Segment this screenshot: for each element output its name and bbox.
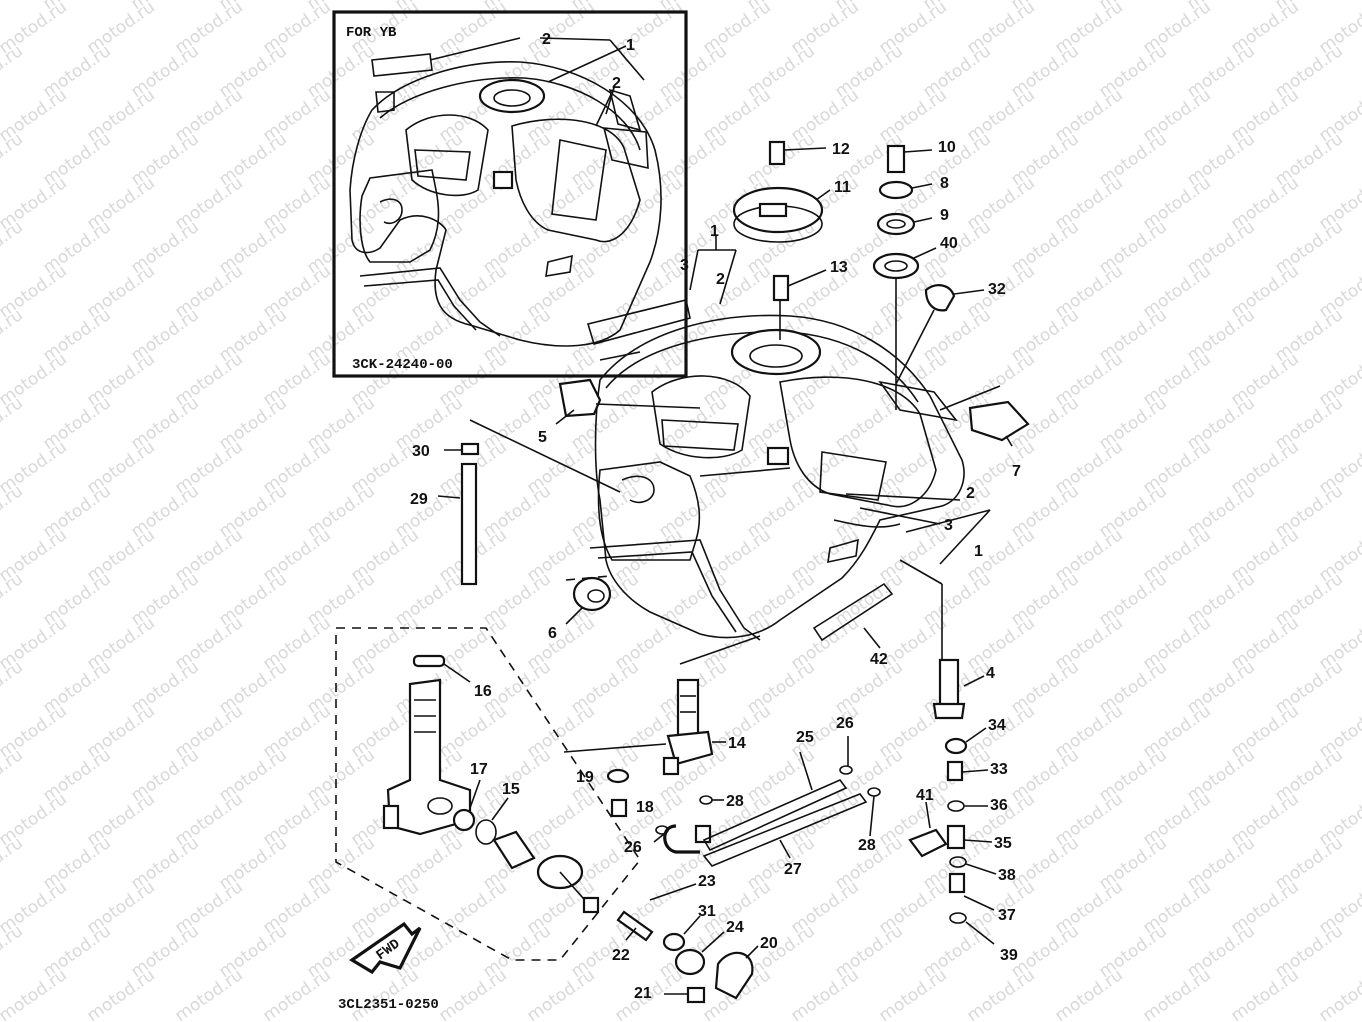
callout-29: 29 (410, 491, 428, 508)
callout-1b: 1 (974, 543, 983, 560)
callout-27: 27 (784, 861, 802, 878)
callout-13: 13 (830, 259, 848, 276)
bottom-small-parts (616, 883, 759, 1004)
callout-25: 25 (796, 729, 814, 746)
side-parts (437, 378, 1030, 649)
watermark-text: motod.ru (523, 965, 598, 1022)
watermark-text: motod.ru (1227, 965, 1302, 1022)
callout-5: 5 (538, 429, 547, 446)
watermark-text: motod.ru (347, 965, 422, 1022)
callout-21: 21 (634, 985, 652, 1002)
watermark-text: motod.ru (787, 965, 862, 1022)
watermark-text: motod.ru (435, 965, 510, 1022)
inset-heading: FOR YB (346, 25, 397, 41)
watermark-text: motod.ru (0, 833, 27, 894)
callout-19: 19 (576, 769, 594, 786)
callout-32: 32 (988, 281, 1006, 298)
callout-10: 10 (938, 139, 956, 156)
callout-inset-2a: 2 (542, 31, 551, 48)
fuel-cock-assembly (563, 635, 881, 867)
callout-2a: 2 (716, 271, 725, 288)
fuel-tank (586, 299, 965, 642)
callout-42: 42 (870, 651, 888, 668)
watermark-text: motod.ru (0, 129, 27, 190)
callout-36: 36 (990, 797, 1008, 814)
right-fitting-column (899, 559, 997, 945)
watermark-text: motod.ru (963, 965, 1038, 1022)
callout-11: 11 (834, 179, 851, 196)
callout-1a: 1 (710, 223, 719, 240)
callout-14: 14 (728, 735, 746, 752)
watermark-text: motod.ru (0, 745, 27, 806)
watermark-text: motod.ru (0, 217, 27, 278)
callout-35: 35 (994, 835, 1012, 852)
callout-33: 33 (990, 761, 1008, 778)
watermark-text: motod.ru (259, 965, 334, 1022)
callout-12: 12 (832, 141, 850, 158)
forward-arrow-icon: FWD (349, 921, 422, 975)
callout-inset-1: 1 (626, 37, 635, 54)
callout-23: 23 (698, 873, 716, 890)
watermark-text: motod.ru (1315, 965, 1362, 1022)
callout-28b: 28 (858, 837, 876, 854)
watermark-text: motod.ru (875, 965, 950, 1022)
callout-18: 18 (636, 799, 654, 816)
watermark-text: motod.ru (171, 965, 246, 1022)
drawing-number: 3CL2351-0250 (338, 997, 439, 1013)
callout-22: 22 (612, 947, 630, 964)
callout-24: 24 (726, 919, 744, 936)
callout-26a: 26 (836, 715, 854, 732)
watermark-text: motod.ru (0, 965, 71, 1022)
callout-41: 41 (916, 787, 934, 804)
callout-39: 39 (1000, 947, 1018, 964)
callout-8: 8 (940, 175, 949, 192)
watermark-text: motod.ru (0, 305, 27, 366)
callout-20: 20 (760, 935, 778, 952)
watermark-text: motod.ru (0, 921, 27, 982)
inset-box: FOR YB 3CK-24240-00 2 1 2 (332, 10, 688, 378)
callout-28a: 28 (726, 793, 744, 810)
callout-26b: 26 (624, 839, 642, 856)
fuel-cock-detail (335, 627, 641, 961)
callout-15: 15 (502, 781, 520, 798)
callout-inset-2b: 2 (612, 75, 621, 92)
callout-40: 40 (940, 235, 958, 252)
watermark-text: motod.ru (0, 41, 27, 102)
callout-numbers: 1 3 2 12 11 13 10 8 9 40 32 5 7 30 29 2 … (410, 139, 1021, 1002)
inset-part-number: 3CK-24240-00 (352, 357, 453, 373)
callout-31: 31 (698, 903, 716, 920)
watermark-text: motod.ru (0, 569, 27, 630)
callout-30: 30 (412, 443, 430, 460)
callout-17: 17 (470, 761, 488, 778)
watermark-text: motod.ru (0, 393, 27, 454)
watermark-text: motod.ru (1139, 965, 1214, 1022)
callout-34: 34 (988, 717, 1006, 734)
callout-3b: 3 (944, 517, 953, 534)
callout-9: 9 (940, 207, 949, 224)
callout-6: 6 (548, 625, 557, 642)
callout-37: 37 (998, 907, 1016, 924)
callout-7: 7 (1012, 463, 1021, 480)
callout-3a: 3 (680, 257, 689, 274)
filler-cap-assembly (689, 140, 985, 410)
callout-38: 38 (998, 867, 1016, 884)
watermark-text: motod.ru (0, 657, 27, 718)
callout-16: 16 (474, 683, 492, 700)
watermark-text: motod.ru (0, 0, 27, 14)
watermark-text: motod.ru (0, 481, 27, 542)
watermark-text: motod.ru (83, 965, 158, 1022)
watermark-text: motod.ru (1051, 965, 1126, 1022)
callout-2b: 2 (966, 485, 975, 502)
callout-4: 4 (986, 665, 995, 682)
